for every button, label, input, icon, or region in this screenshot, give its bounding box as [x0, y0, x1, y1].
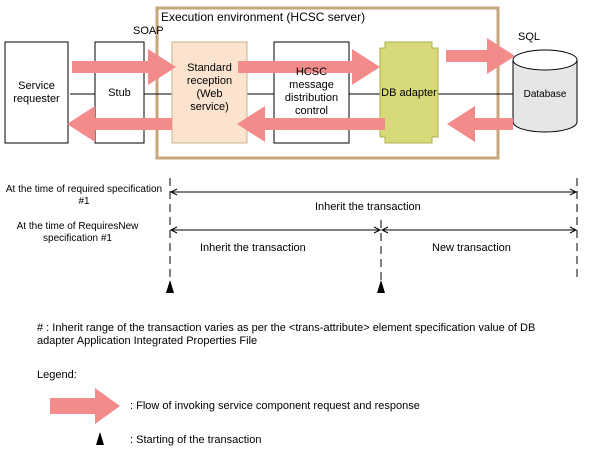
- legend-flow-arrow: [50, 388, 120, 424]
- sql-label: SQL: [518, 31, 541, 43]
- inherit-full-arrow: [169, 188, 578, 196]
- legend-start-text: : Starting of the transaction: [130, 434, 262, 446]
- soap-label: SOAP: [133, 25, 164, 37]
- transaction-start-marker-2: [377, 280, 385, 293]
- service-requester-label: Service requester: [13, 80, 60, 105]
- service-requester-box: [4, 41, 69, 144]
- legend-start-marker: [96, 432, 104, 445]
- legend-title: Legend:: [37, 369, 77, 381]
- request-arrow-1: [72, 49, 176, 85]
- requiresnew-spec-label: At the time of RequiresNew specification…: [16, 221, 139, 244]
- hcsc-control-label: HCSC message distribution control: [284, 66, 339, 117]
- new-transaction-label: New transaction: [432, 242, 511, 254]
- note-text: # : Inherit range of the transaction var…: [37, 322, 536, 347]
- response-arrow-3: [447, 106, 513, 142]
- response-arrow-1: [67, 106, 172, 142]
- inherit-part-arrow: [169, 226, 382, 234]
- required-spec-label: At the time of required specification #1: [5, 184, 163, 207]
- standard-reception-label: Standard reception (Web service): [186, 62, 233, 113]
- request-arrow-2: [238, 49, 380, 85]
- legend-flow-text: : Flow of invoking service component req…: [130, 400, 420, 412]
- env-title: Execution environment (HCSC server): [161, 10, 366, 24]
- request-arrow-3: [446, 38, 515, 74]
- standard-reception-box: [171, 41, 248, 144]
- response-arrow-2: [237, 106, 385, 142]
- db-adapter-label: DB adapter: [381, 87, 437, 99]
- stub-label: Stub: [108, 87, 131, 99]
- database-cylinder: [512, 49, 578, 133]
- database-label: Database: [523, 89, 567, 100]
- inherit-full-label: Inherit the transaction: [315, 201, 421, 213]
- transaction-start-marker-1: [166, 280, 174, 293]
- inherit-part-label: Inherit the transaction: [200, 242, 306, 254]
- new-transaction-arrow: [380, 226, 578, 234]
- execution-environment-frame: [155, 6, 500, 160]
- db-adapter-box: [379, 41, 439, 144]
